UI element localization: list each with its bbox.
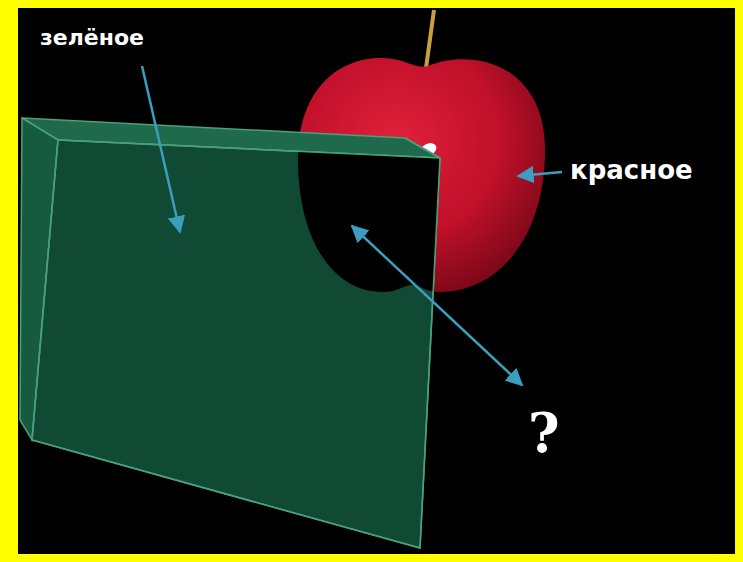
glass-edge: [32, 140, 440, 548]
leader-arrow: [142, 66, 180, 232]
leader-arrow: [518, 172, 562, 176]
leader-arrow: [352, 226, 522, 385]
apple-stem: [426, 10, 434, 68]
callout-label: зелёное: [40, 26, 144, 50]
dark-overlap: [298, 58, 545, 292]
callout-label: красное: [570, 156, 693, 185]
background: [18, 8, 735, 554]
glass-edge: [405, 138, 440, 158]
callout-label: ?: [528, 404, 560, 463]
apple: [298, 58, 545, 292]
